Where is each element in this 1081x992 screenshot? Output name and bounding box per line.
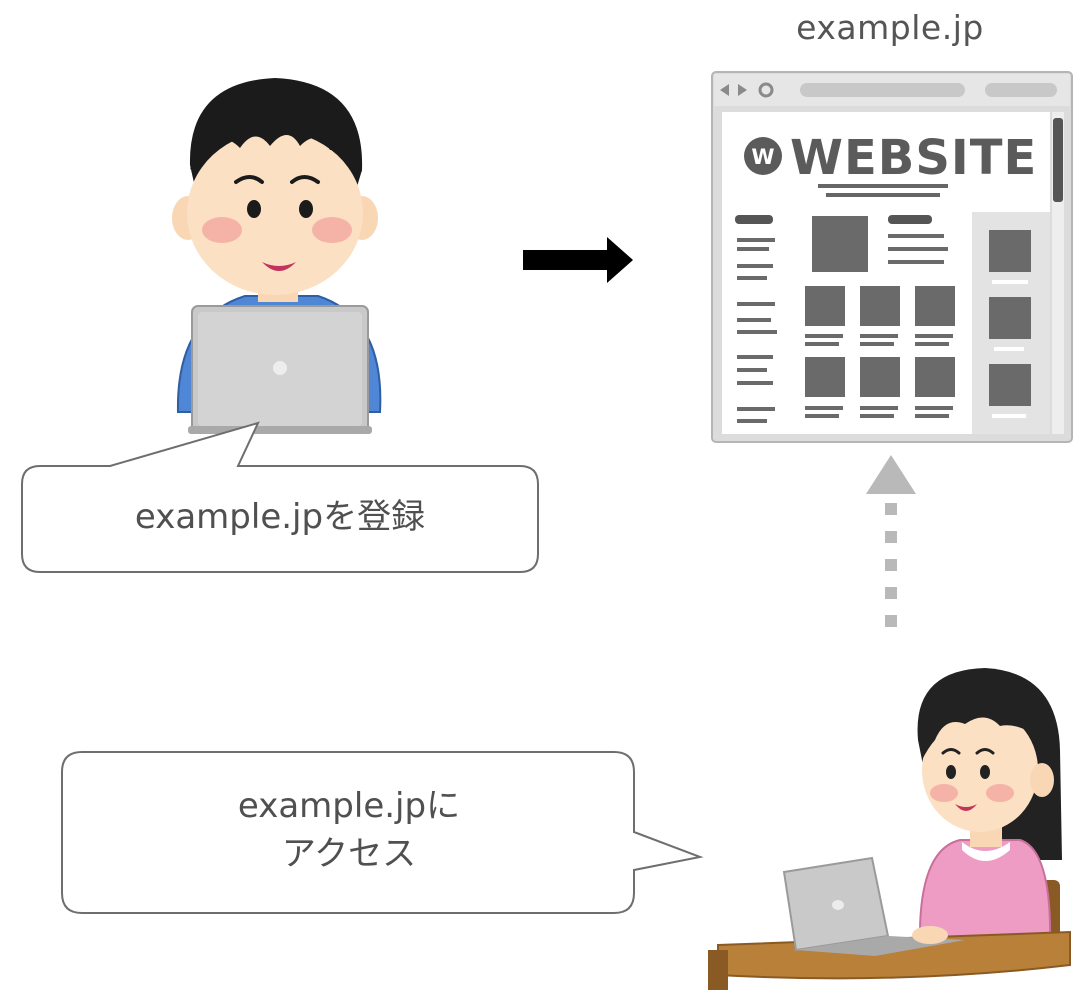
website-domain-label: example.jp <box>796 8 984 47</box>
w-logo-icon <box>744 137 782 175</box>
forward-icon <box>738 84 747 96</box>
register-bubble-text: example.jpを登録 <box>134 497 426 537</box>
right-arrow <box>523 237 633 283</box>
access-speech-bubble <box>61 751 704 914</box>
dotted-up-arrow <box>866 455 916 627</box>
register-speech-bubble <box>21 421 539 573</box>
reload-icon <box>758 82 774 98</box>
website-browser-illustration: W WEBSITE <box>711 71 1073 443</box>
access-bubble-text: example.jpに アクセス <box>60 782 638 878</box>
back-icon <box>720 84 729 96</box>
access-bubble-line1: example.jpに <box>237 786 461 826</box>
woman-at-desk-illustration <box>708 668 1071 990</box>
website-logo-text: WEBSITE <box>790 130 1037 186</box>
man-with-laptop-illustration <box>172 78 382 434</box>
logo-letter: W <box>751 145 774 169</box>
access-bubble-line2: アクセス <box>281 834 417 874</box>
